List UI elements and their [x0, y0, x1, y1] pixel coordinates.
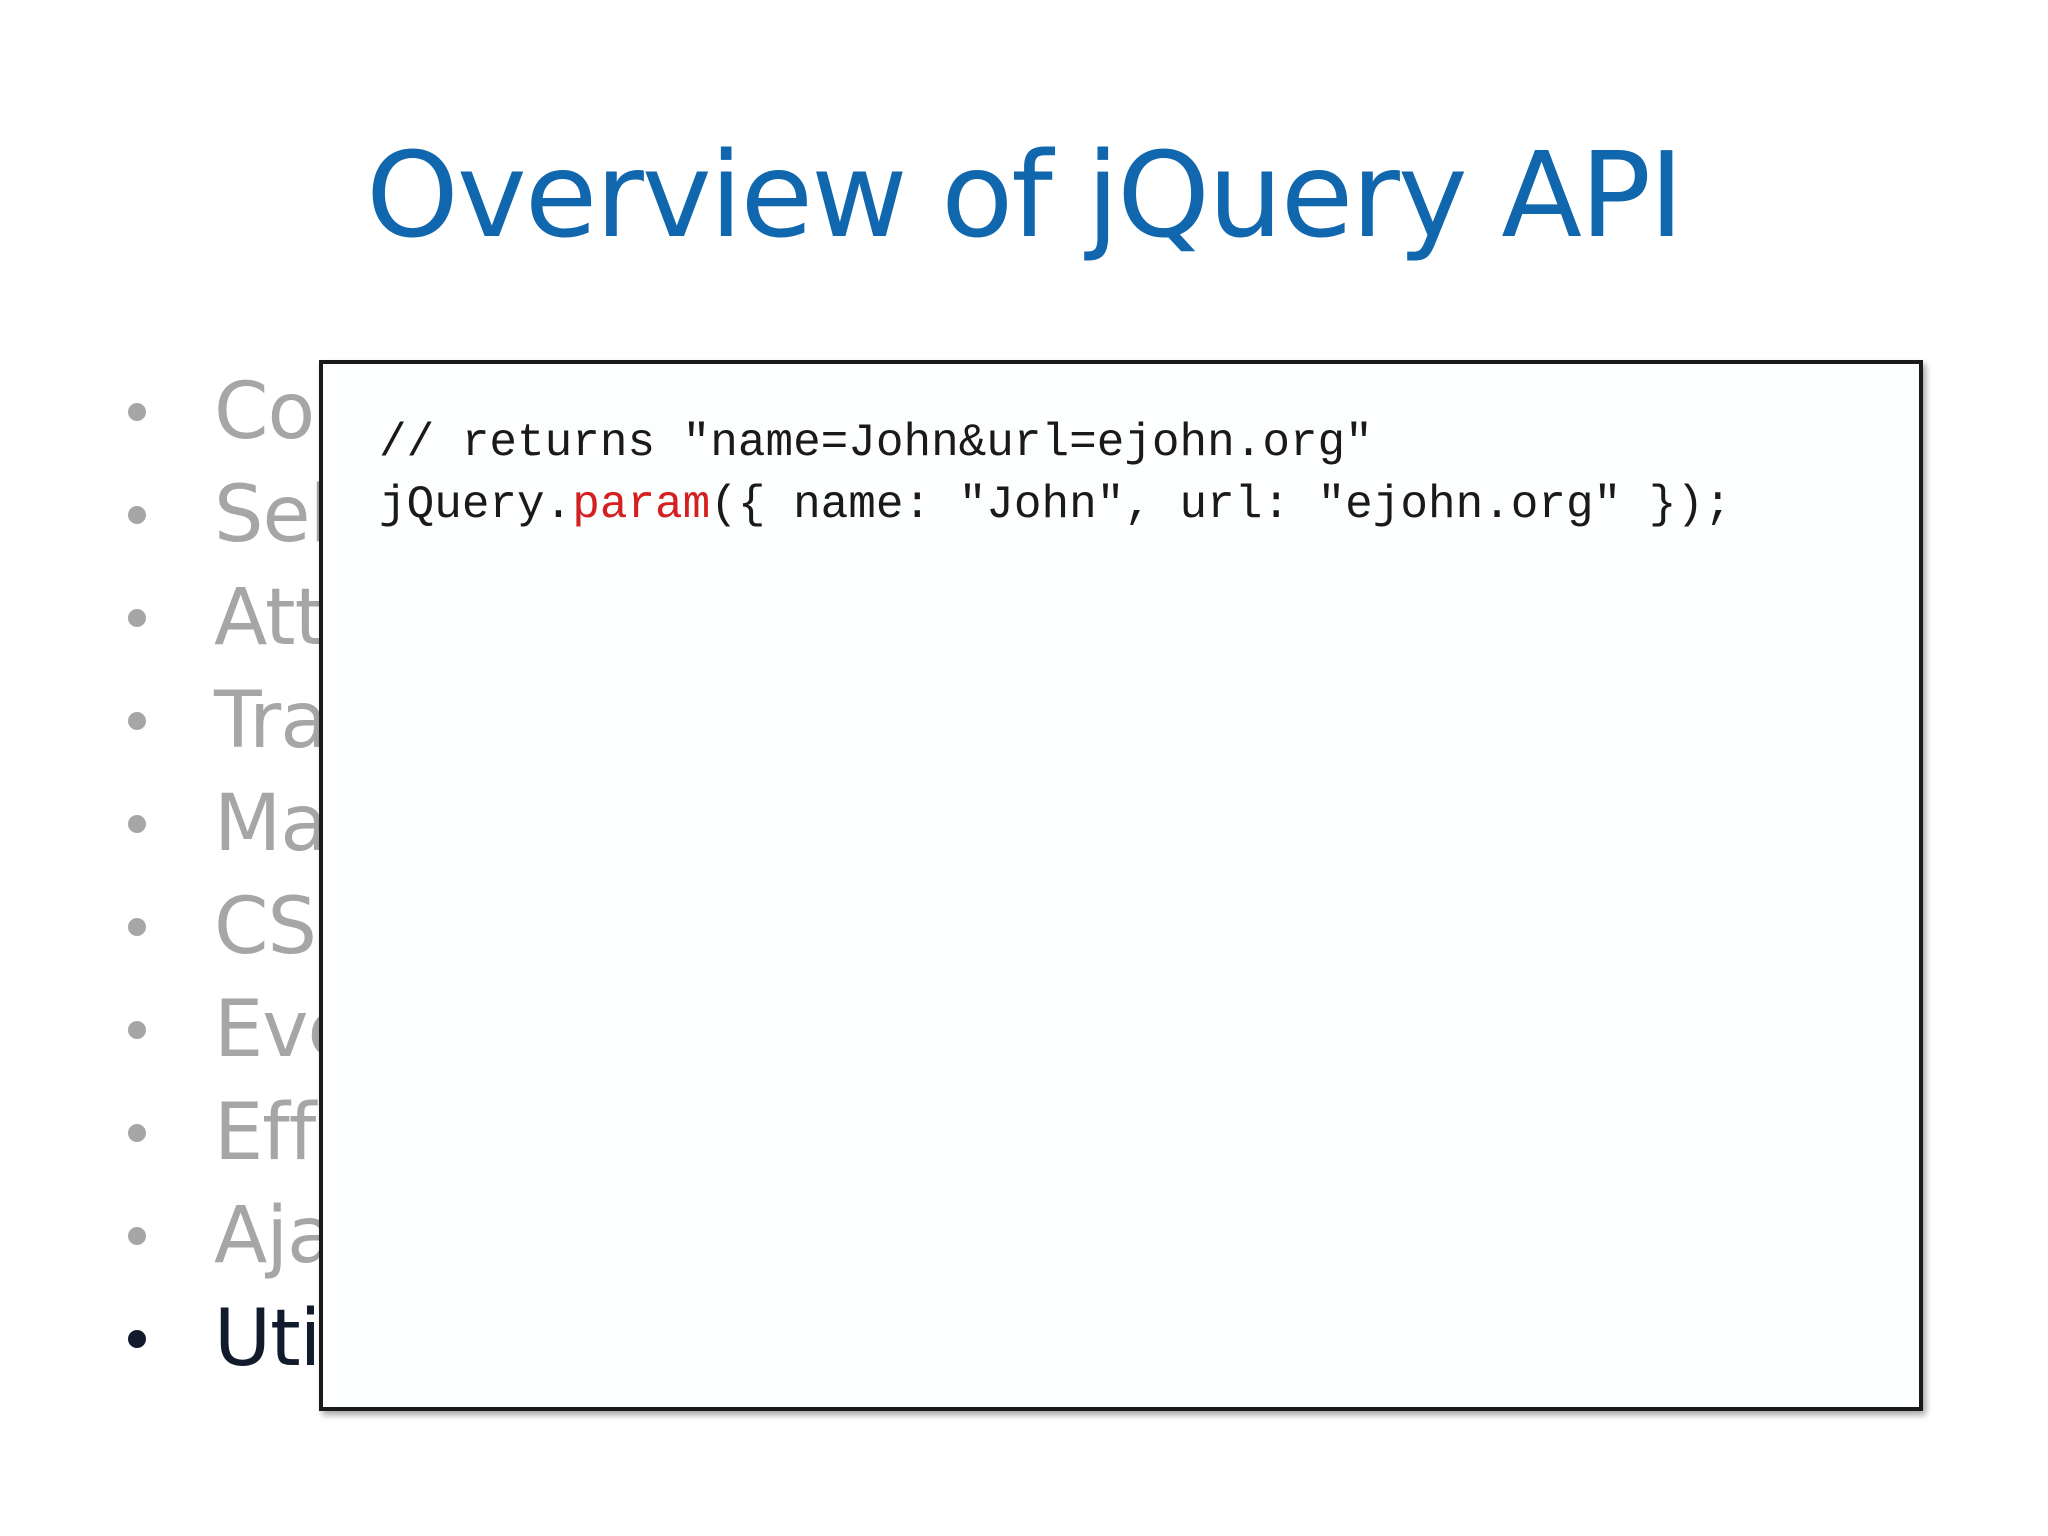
code-call-line: jQuery.param({ name: "John", url: "ejohn…	[379, 474, 1919, 536]
bullet-dot-icon	[128, 814, 146, 833]
bullet-dot-icon	[128, 1329, 146, 1348]
code-method: param	[572, 479, 711, 531]
bullet-dot-icon	[128, 608, 146, 627]
bullet-dot-icon	[128, 1226, 146, 1245]
bullet-dot-icon	[128, 505, 146, 524]
slide-title: Overview of jQuery API	[366, 126, 1684, 264]
bullet-dot-icon	[128, 1020, 146, 1039]
bullet-dot-icon	[128, 402, 146, 421]
bullet-dot-icon	[128, 917, 146, 936]
bullet-dot-icon	[128, 711, 146, 730]
bullet-dot-icon	[128, 1123, 146, 1142]
code-object: jQuery.	[379, 479, 573, 531]
code-comment-line: // returns "name=John&url=ejohn.org"	[379, 417, 1373, 469]
code-arguments: ({ name: "John", url: "ejohn.org" });	[710, 479, 1732, 531]
code-example-box: // returns "name=John&url=ejohn.org" jQu…	[319, 360, 1923, 1411]
